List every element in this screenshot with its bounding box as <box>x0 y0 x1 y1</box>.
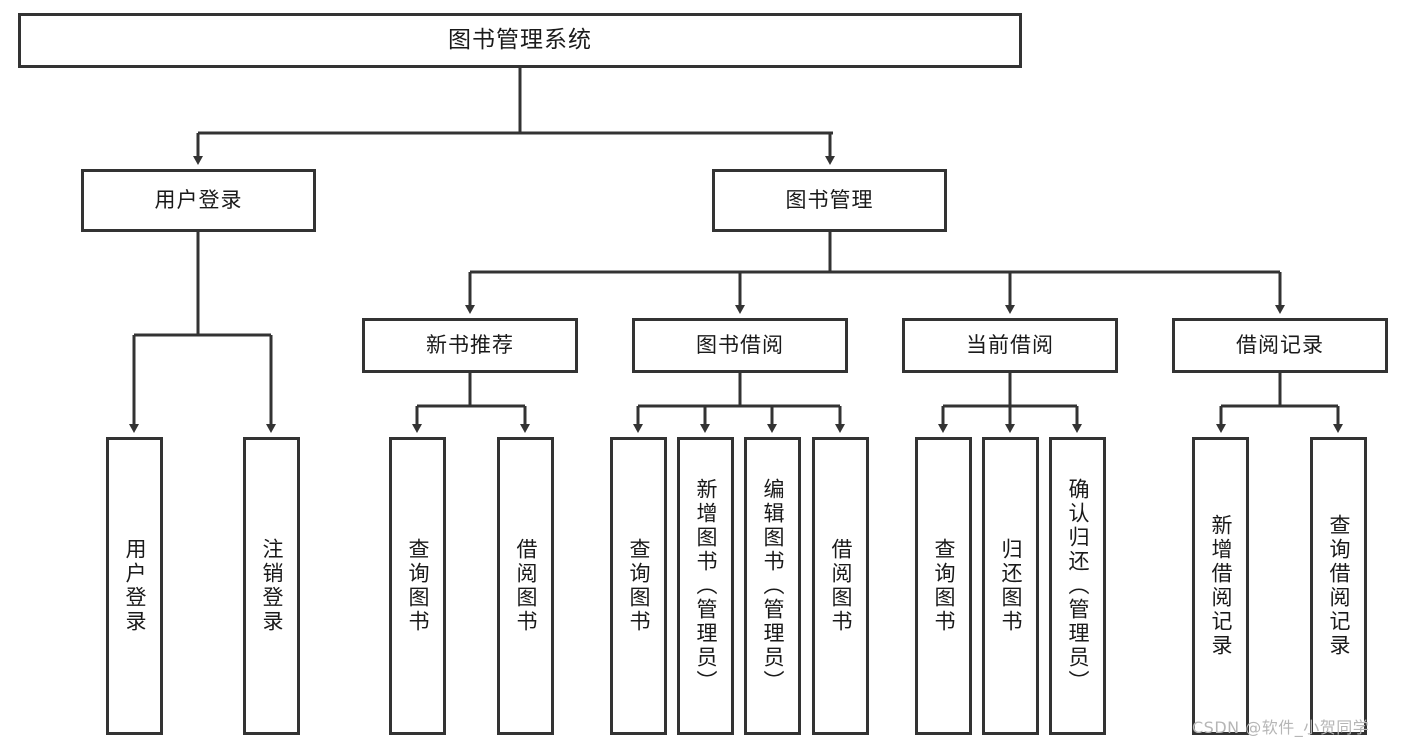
node-label: 注销登录 <box>260 538 284 634</box>
node-book-borrow[interactable]: 图书借阅 <box>632 318 848 373</box>
leaf-query-book-3[interactable]: 查询图书 <box>915 437 972 735</box>
node-label: 查询图书 <box>932 538 956 634</box>
node-label: 图书管理 <box>785 188 874 213</box>
leaf-query-book-2[interactable]: 查询图书 <box>610 437 667 735</box>
leaf-add-book[interactable]: 新增图书（管理员） <box>677 437 734 735</box>
leaf-borrow-book-2[interactable]: 借阅图书 <box>812 437 869 735</box>
node-label: 编辑图书（管理员） <box>761 478 785 694</box>
leaf-add-borrow-record[interactable]: 新增借阅记录 <box>1192 437 1249 735</box>
node-label: 用户登录 <box>123 538 147 634</box>
node-root-system[interactable]: 图书管理系统 <box>18 13 1022 68</box>
leaf-user-login[interactable]: 用户登录 <box>106 437 163 735</box>
watermark-text: CSDN @软件_小贺同学 <box>1192 718 1370 737</box>
leaf-confirm-return[interactable]: 确认归还（管理员） <box>1049 437 1106 735</box>
node-label: 图书管理系统 <box>448 26 592 53</box>
node-book-management[interactable]: 图书管理 <box>712 169 947 232</box>
node-new-book-recommend[interactable]: 新书推荐 <box>362 318 578 373</box>
leaf-borrow-book-1[interactable]: 借阅图书 <box>497 437 554 735</box>
node-label: 用户登录 <box>154 188 243 213</box>
node-label: 借阅记录 <box>1236 333 1324 358</box>
node-label: 确认归还（管理员） <box>1066 478 1090 694</box>
node-label: 当前借阅 <box>966 333 1054 358</box>
leaf-edit-book[interactable]: 编辑图书（管理员） <box>744 437 801 735</box>
node-label: 新书推荐 <box>426 333 514 358</box>
node-label: 借阅图书 <box>514 538 538 634</box>
leaf-return-book[interactable]: 归还图书 <box>982 437 1039 735</box>
node-label: 查询借阅记录 <box>1327 514 1351 658</box>
node-label: 查询图书 <box>406 538 430 634</box>
node-label: 借阅图书 <box>829 538 853 634</box>
leaf-query-borrow-record[interactable]: 查询借阅记录 <box>1310 437 1367 735</box>
node-label: 新增借阅记录 <box>1209 514 1233 658</box>
node-label: 新增图书（管理员） <box>694 478 718 694</box>
leaf-user-logout[interactable]: 注销登录 <box>243 437 300 735</box>
leaf-query-book-1[interactable]: 查询图书 <box>389 437 446 735</box>
node-label: 归还图书 <box>999 538 1023 634</box>
node-label: 图书借阅 <box>696 333 784 358</box>
node-user-login[interactable]: 用户登录 <box>81 169 316 232</box>
node-borrow-record[interactable]: 借阅记录 <box>1172 318 1388 373</box>
node-label: 查询图书 <box>627 538 651 634</box>
node-current-borrow[interactable]: 当前借阅 <box>902 318 1118 373</box>
